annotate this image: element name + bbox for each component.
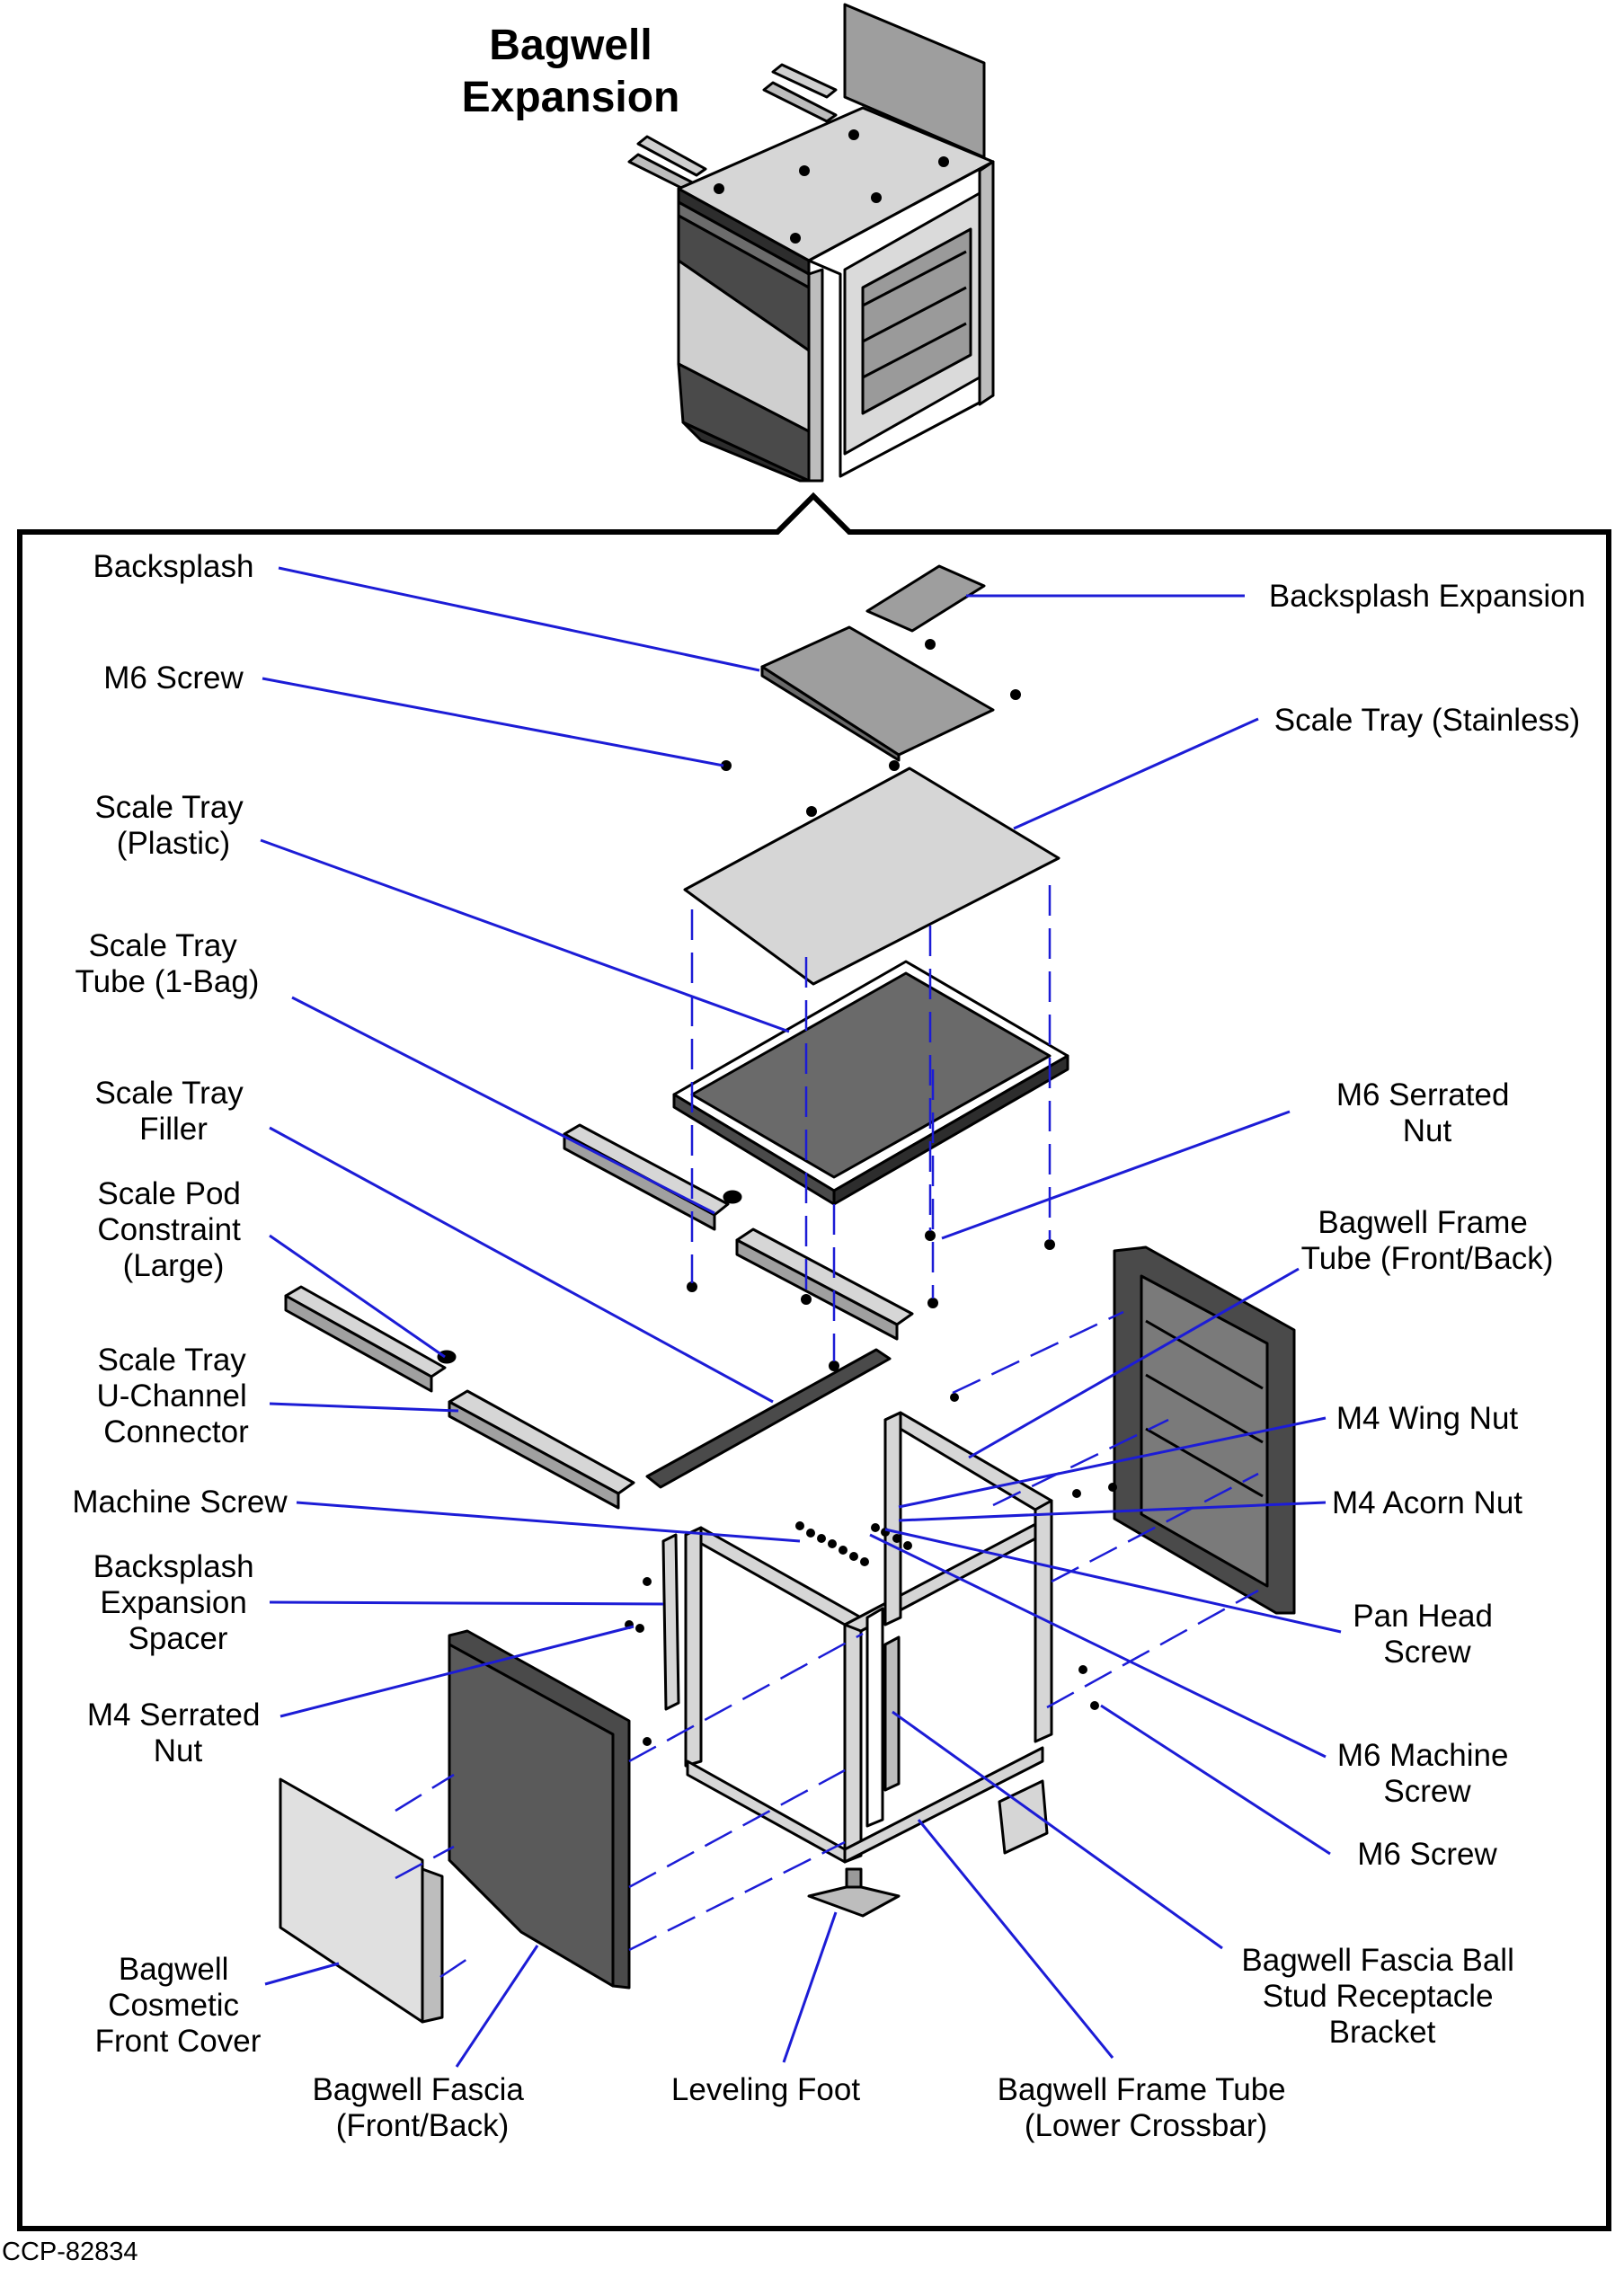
leader-scale-tray-plastic <box>260 838 790 1033</box>
leader-fascia-front-back <box>455 1945 539 2068</box>
bagwell-frame-part <box>684 1411 1053 1864</box>
scale-tray-filler-part <box>645 1348 892 1489</box>
backsplash-expansion-part <box>865 564 986 633</box>
callout-frame <box>17 492 1611 2231</box>
leader-m6-screw-top <box>262 677 724 767</box>
leader-pan-head-screw <box>884 1528 1342 1634</box>
label-fascia-front-back: Bagwell Fascia (Front/Back) <box>312 2072 532 2143</box>
cosmetic-front-cover-part <box>279 1777 424 2024</box>
leader-cosmetic-front-cover <box>264 1962 340 1986</box>
assembled-bagwell-unit <box>627 3 995 483</box>
label-m6-serrated-nut: M6 Serrated Nut <box>1336 1077 1518 1148</box>
leader-leveling-foot <box>782 1911 838 2063</box>
label-bagwell-frame-tube-front-back: Bagwell Frame Tube (Front/Back) <box>1301 1205 1554 1276</box>
label-scale-tray-tube: Scale Tray Tube (1-Bag) <box>75 928 260 999</box>
leader-ball-stud-bracket <box>892 1710 1223 1950</box>
leveling-foot-part <box>807 1883 901 1918</box>
label-scale-pod-constraint: Scale Pod Constraint (Large) <box>97 1176 249 1283</box>
leader-m6-machine-screw <box>869 1533 1327 1759</box>
label-cosmetic-front-cover: Bagwell Cosmetic Front Cover <box>95 1952 262 2059</box>
title-line-1: Bagwell <box>489 22 652 69</box>
label-ball-stud-bracket: Bagwell Fascia Ball Stud Receptacle Brac… <box>1241 1943 1522 2050</box>
label-m6-screw-top: M6 Screw <box>103 660 244 696</box>
diagram-title: Bagwell Expansion <box>422 20 719 124</box>
assembly-dashed-lines <box>395 885 1259 1979</box>
leader-scale-pod-constraint <box>269 1234 446 1359</box>
drawing-code: CCP-82834 <box>2 2238 138 2266</box>
label-pan-head-screw: Pan Head Screw <box>1353 1599 1501 1670</box>
leader-scale-tray-filler <box>269 1126 774 1404</box>
leader-machine-screw <box>296 1501 801 1543</box>
label-machine-screw: Machine Screw <box>72 1485 288 1520</box>
leader-scale-tray-stainless <box>1013 717 1259 830</box>
label-scale-tray-stainless: Scale Tray (Stainless) <box>1274 703 1580 738</box>
label-frame-tube-lower: Bagwell Frame Tube (Lower Crossbar) <box>998 2072 1295 2143</box>
leader-lines <box>260 566 1342 2068</box>
leader-backsplash-expansion-spacer <box>269 1600 664 1606</box>
title-line-2: Expansion <box>461 74 680 121</box>
backsplash-expansion-spacer-part <box>661 1533 680 1711</box>
scale-tray-stainless-part <box>683 767 1060 986</box>
label-m6-machine-screw: M6 Machine Screw <box>1337 1738 1517 1809</box>
leader-m4-serrated-nut <box>280 1625 635 1718</box>
label-scale-tray-plastic: Scale Tray (Plastic) <box>94 790 252 861</box>
leader-u-channel-connector <box>269 1402 459 1413</box>
label-leveling-foot: Leveling Foot <box>671 2072 860 2107</box>
scale-tray-tube-part <box>563 1123 730 1217</box>
ball-stud-bracket-part <box>998 1779 1049 1855</box>
part-labels: Backsplash Backsplash Expansion M6 Screw… <box>72 549 1585 2143</box>
label-m4-wing-nut: M4 Wing Nut <box>1336 1401 1519 1436</box>
label-m4-acorn-nut: M4 Acorn Nut <box>1332 1485 1522 1520</box>
label-m4-serrated-nut: M4 Serrated Nut <box>87 1697 269 1768</box>
leader-frame-tube-lower <box>917 1819 1114 2059</box>
label-backsplash: Backsplash <box>93 549 254 584</box>
label-scale-tray-filler: Scale Tray Filler <box>94 1076 252 1147</box>
label-backsplash-expansion-spacer: Backsplash Expansion Spacer <box>93 1549 263 1656</box>
leader-m4-wing-nut <box>898 1416 1327 1509</box>
u-channel-connector-part <box>448 1389 635 1495</box>
label-backsplash-expansion: Backsplash Expansion <box>1269 579 1585 614</box>
leader-m6-screw-bottom <box>1100 1704 1331 1856</box>
leader-scale-tray-tube <box>291 996 715 1215</box>
leader-bagwell-frame-tube <box>968 1267 1300 1459</box>
exploded-parts <box>279 564 1296 2024</box>
leader-m4-acorn-nut <box>898 1501 1327 1522</box>
leader-backsplash <box>278 566 760 672</box>
label-u-channel-connector: Scale Tray U-Channel Connector <box>96 1343 255 1449</box>
label-m6-screw-bottom: M6 Screw <box>1357 1837 1497 1872</box>
leader-m6-serrated-nut <box>941 1110 1291 1240</box>
